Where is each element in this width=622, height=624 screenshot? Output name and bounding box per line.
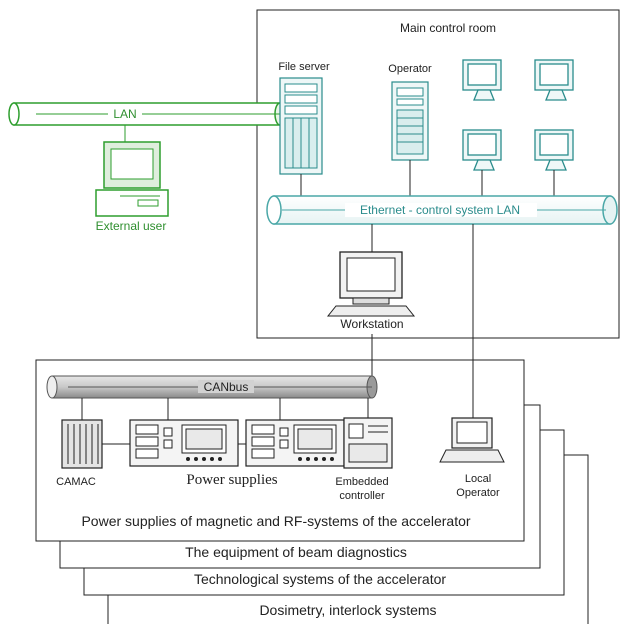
local-operator-label-2: Operator (456, 487, 500, 499)
subsystem-label-technological: Technological systems of the accelerator (194, 571, 446, 587)
monitor-icon-bottom-left (462, 129, 502, 171)
subsystem-label-power-supplies: Power supplies of magnetic and RF-system… (81, 513, 470, 529)
monitor-icon-top-left (462, 59, 502, 101)
lan-label: LAN (113, 107, 136, 121)
external-user-computer-icon (95, 141, 169, 217)
canbus-label: CANbus (204, 380, 249, 394)
monitor-icon-bottom-right (534, 129, 574, 171)
external-user-label: External user (96, 219, 167, 233)
camac-crate-icon (61, 419, 103, 469)
embedded-controller-label-1: Embedded (335, 476, 388, 488)
monitor-icon-top-right (534, 59, 574, 101)
canbus-pipe (46, 375, 378, 399)
camac-label: CAMAC (56, 476, 96, 488)
local-operator-label-1: Local (465, 473, 491, 485)
operator-label: Operator (388, 63, 432, 75)
local-operator-laptop-icon (439, 417, 505, 463)
power-supplies-label: Power supplies (186, 472, 277, 488)
workstation-computer-icon (326, 251, 416, 317)
workstation-label: Workstation (340, 317, 403, 331)
file-server-icon (279, 77, 323, 175)
subsystem-label-dosimetry: Dosimetry, interlock systems (259, 602, 436, 618)
operator-computer-icon (391, 81, 429, 161)
main-control-room-title: Main control room (400, 21, 496, 35)
file-server-label: File server (278, 61, 330, 73)
power-supply-unit-2-icon (245, 419, 345, 467)
ethernet-pipe (266, 195, 618, 225)
power-supply-unit-1-icon (129, 419, 239, 467)
embedded-controller-icon (343, 417, 393, 469)
ethernet-label: Ethernet - control system LAN (360, 203, 520, 217)
subsystem-label-beam-diagnostics: The equipment of beam diagnostics (185, 544, 407, 560)
lan-pipe (8, 102, 286, 126)
embedded-controller-label-2: controller (339, 490, 385, 502)
